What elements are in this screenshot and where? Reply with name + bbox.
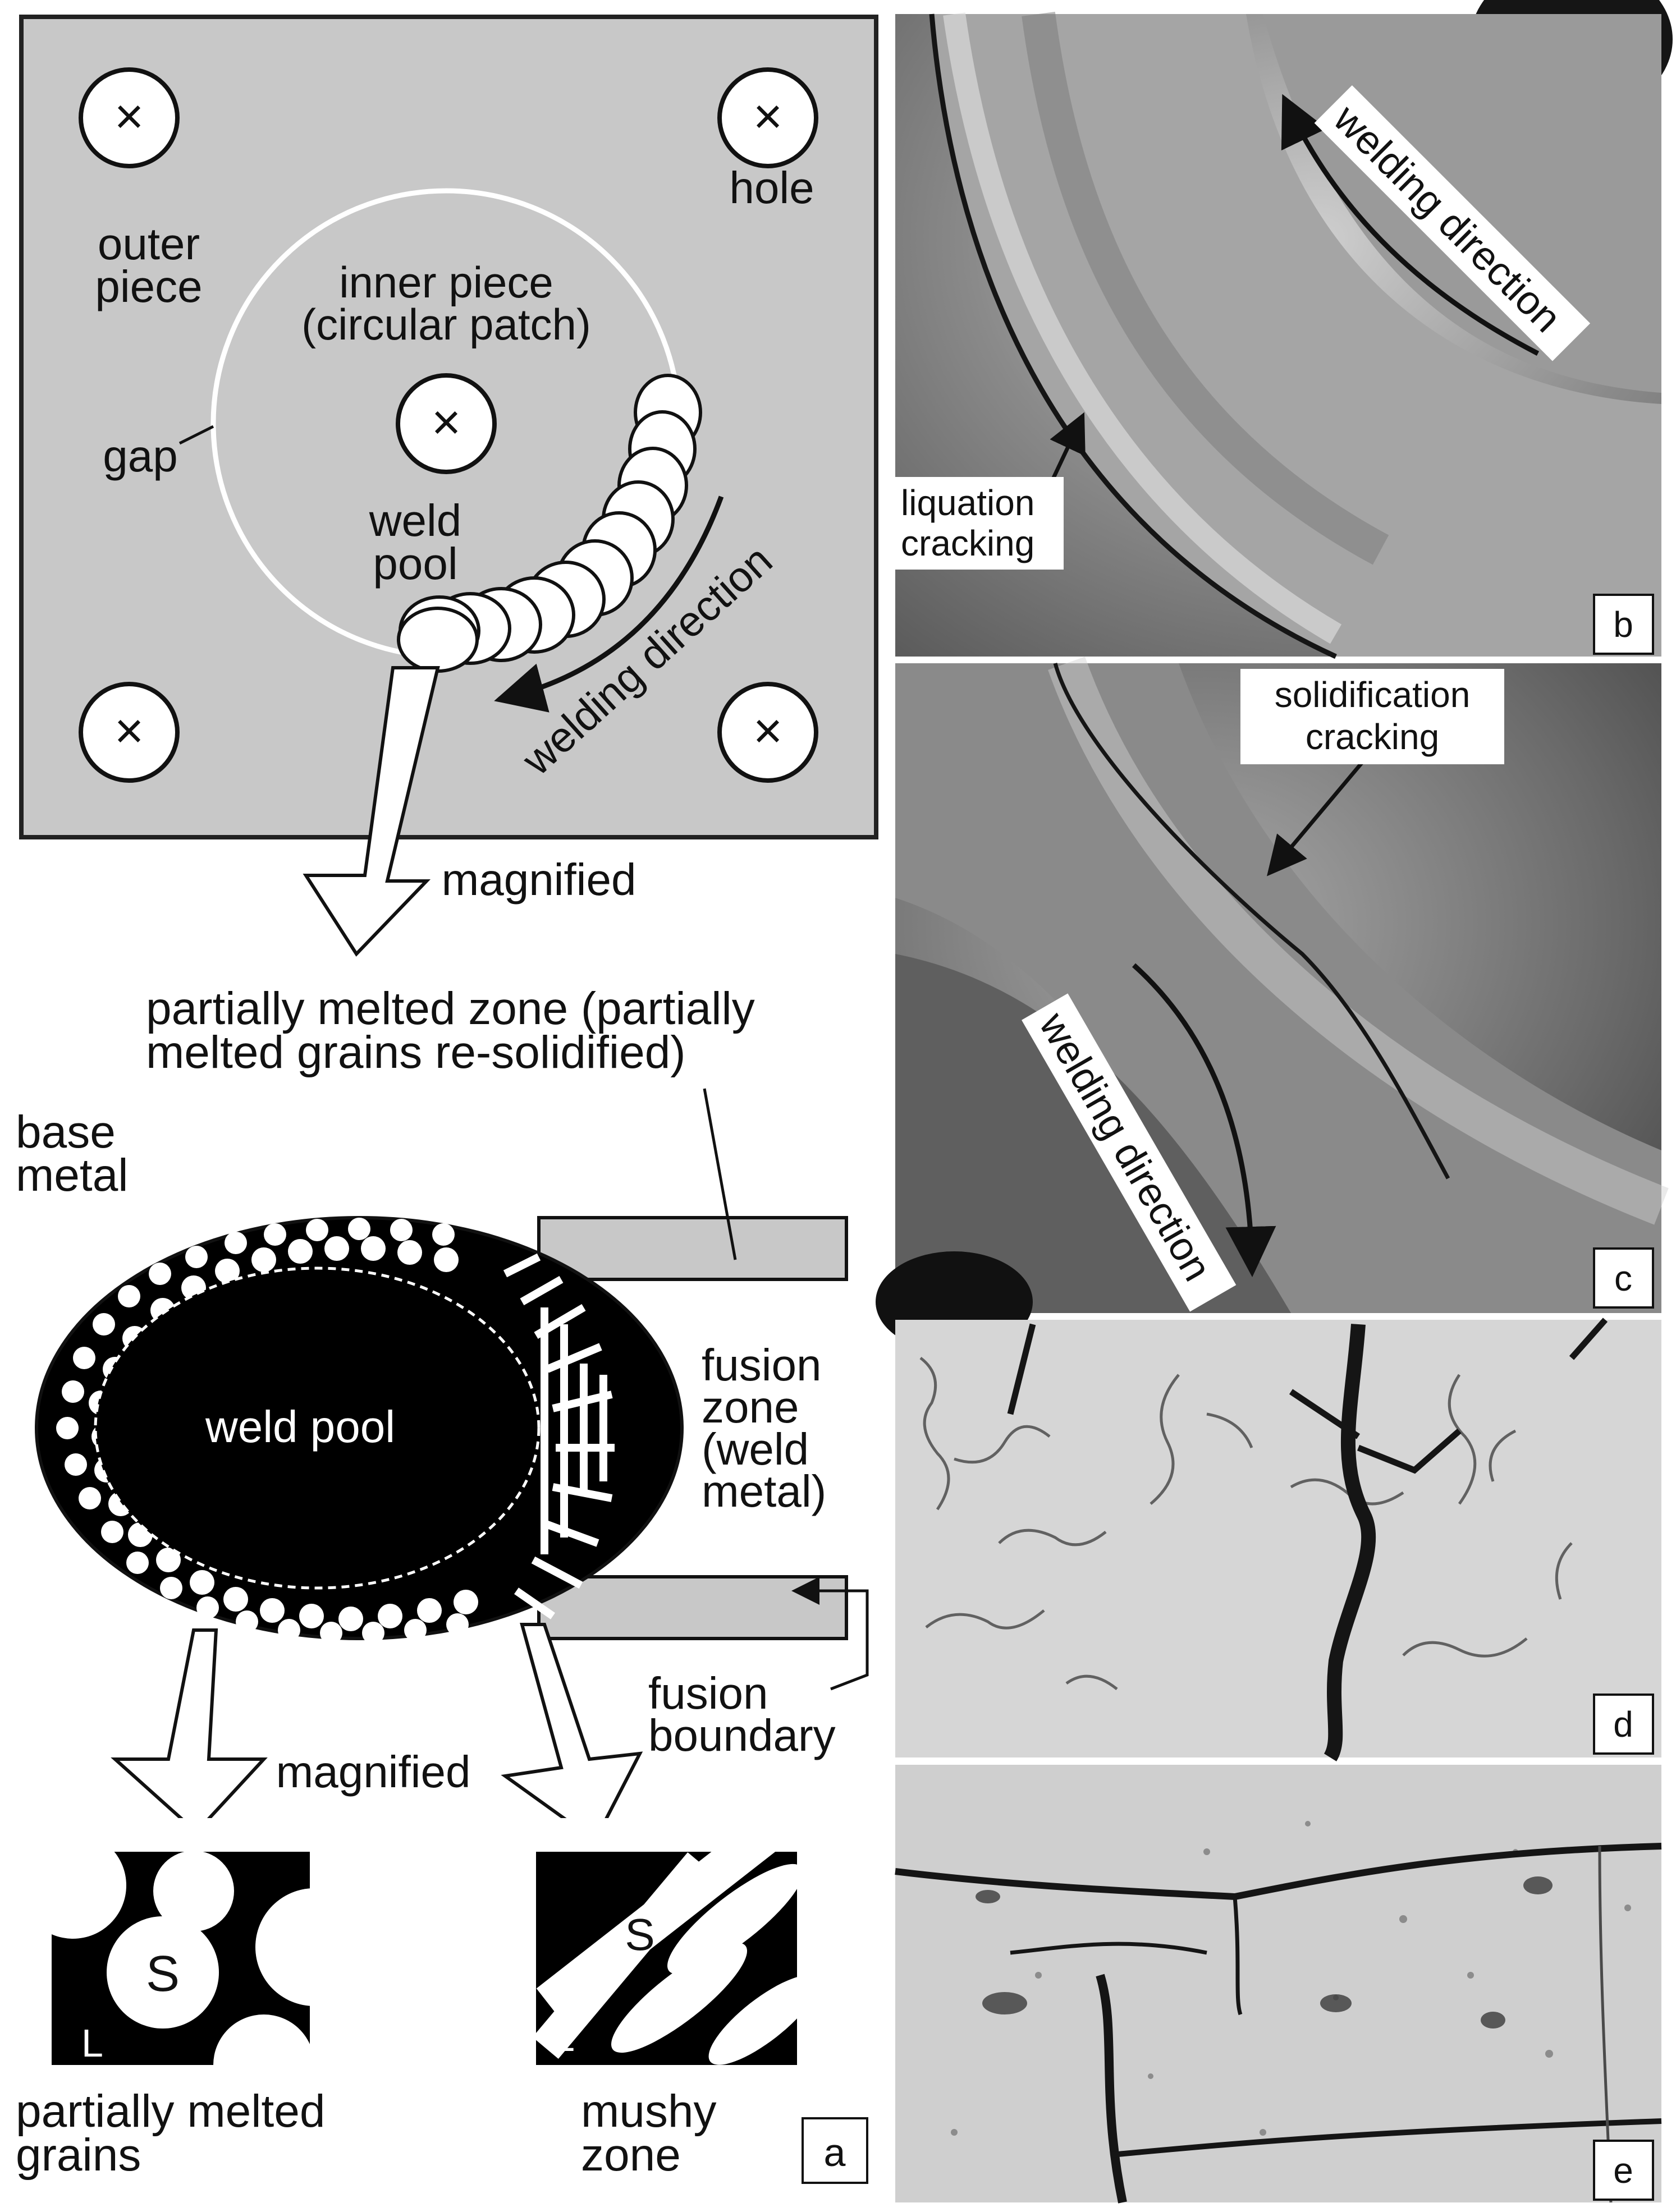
label-weld-pool-2: pool xyxy=(373,539,457,589)
label-gap: gap xyxy=(103,431,177,481)
weld-pool-shape xyxy=(397,607,479,673)
hole-center: × xyxy=(396,373,497,474)
label-mushy-2: zone xyxy=(581,2130,681,2181)
hole-top-left: × xyxy=(79,67,180,168)
svg-text:S: S xyxy=(146,1946,180,2002)
panel-letter-a: a xyxy=(802,2117,868,2184)
label-outer-piece-1: outer xyxy=(98,219,200,269)
dendrites xyxy=(503,1253,615,1619)
svg-text:cracking: cracking xyxy=(1306,717,1439,757)
svg-text:cracking: cracking xyxy=(901,523,1034,563)
label-outer-piece-2: piece xyxy=(95,261,202,311)
label-base-metal-1: base xyxy=(16,1107,116,1158)
label-pmg-2: grains xyxy=(16,2130,141,2181)
svg-text:×: × xyxy=(115,89,144,145)
hole-bottom-right: × xyxy=(717,682,818,783)
svg-text:liquation: liquation xyxy=(901,483,1034,523)
label-pmg-1: partially melted xyxy=(16,2086,325,2137)
label-weld-pool-1: weld xyxy=(369,495,462,545)
hole-bottom-left: × xyxy=(79,682,180,783)
svg-text:a: a xyxy=(824,2131,846,2174)
panel-c-solidification-label: solidification cracking xyxy=(1240,669,1504,764)
label-pmz-1: partially melted zone (partially xyxy=(146,983,755,1034)
svg-text:c: c xyxy=(1614,1258,1632,1298)
inset-mushy-zone: S L xyxy=(505,1788,842,2099)
panel-letter-c: c xyxy=(1593,1247,1654,1309)
label-base-metal-2: metal xyxy=(16,1150,129,1201)
svg-text:d: d xyxy=(1613,1704,1633,1745)
welding-direction-arrow xyxy=(494,495,724,713)
inset-partially-melted-grains: S L xyxy=(0,1818,377,2115)
label-weld-pool-center: weld pool xyxy=(205,1402,395,1452)
label-inner-piece-1: inner piece xyxy=(339,258,553,307)
svg-text:×: × xyxy=(753,89,783,145)
panel-a-plate: × × × × × xyxy=(19,15,878,839)
panel-letter-d: d xyxy=(1593,1694,1654,1755)
gap-leader xyxy=(178,425,214,445)
label-fusion-zone-2: zone xyxy=(702,1382,799,1432)
svg-text:L: L xyxy=(81,2021,103,2065)
label-fusion-zone-3: (weld xyxy=(702,1424,809,1474)
svg-text:magnified: magnified xyxy=(442,855,636,905)
panel-letter-b: b xyxy=(1593,594,1654,655)
label-mushy-1: mushy xyxy=(581,2086,717,2137)
label-pmz-2: melted grains re-solidified) xyxy=(146,1027,686,1078)
weld-cross-section: weld pool xyxy=(35,1088,848,1644)
svg-text:×: × xyxy=(115,703,144,759)
label-fusion-zone-4: metal) xyxy=(702,1466,826,1516)
label-magnified-bottom: magnified xyxy=(276,1747,471,1797)
panel-e-micrograph xyxy=(895,1765,1662,2204)
svg-text:e: e xyxy=(1613,2150,1633,2191)
svg-text:b: b xyxy=(1613,604,1633,645)
weld-bead xyxy=(399,374,702,666)
hole-top-right: × xyxy=(717,67,818,168)
panel-letter-e: e xyxy=(1593,2140,1654,2201)
svg-text:×: × xyxy=(432,394,461,451)
label-fusion-boundary-2: boundary xyxy=(648,1710,836,1760)
svg-text:×: × xyxy=(753,703,783,759)
fusion-boundary-leader xyxy=(791,1577,869,1691)
label-fusion-boundary-1: fusion xyxy=(648,1668,768,1718)
panel-d-micrograph xyxy=(895,1318,1661,1761)
magnified-arrow-top: magnified xyxy=(303,666,636,957)
svg-text:L: L xyxy=(553,2016,575,2059)
svg-text:solidification: solidification xyxy=(1275,674,1471,715)
label-hole: hole xyxy=(729,163,814,213)
label-fusion-zone-1: fusion xyxy=(702,1340,821,1390)
magnified-arrows-bottom xyxy=(111,1623,643,1843)
panel-b-liquation-label: liquation cracking xyxy=(892,477,1064,570)
svg-text:S: S xyxy=(625,1910,654,1959)
panel-c-photo xyxy=(876,657,1669,1352)
label-inner-piece-2: (circular patch) xyxy=(301,300,591,349)
